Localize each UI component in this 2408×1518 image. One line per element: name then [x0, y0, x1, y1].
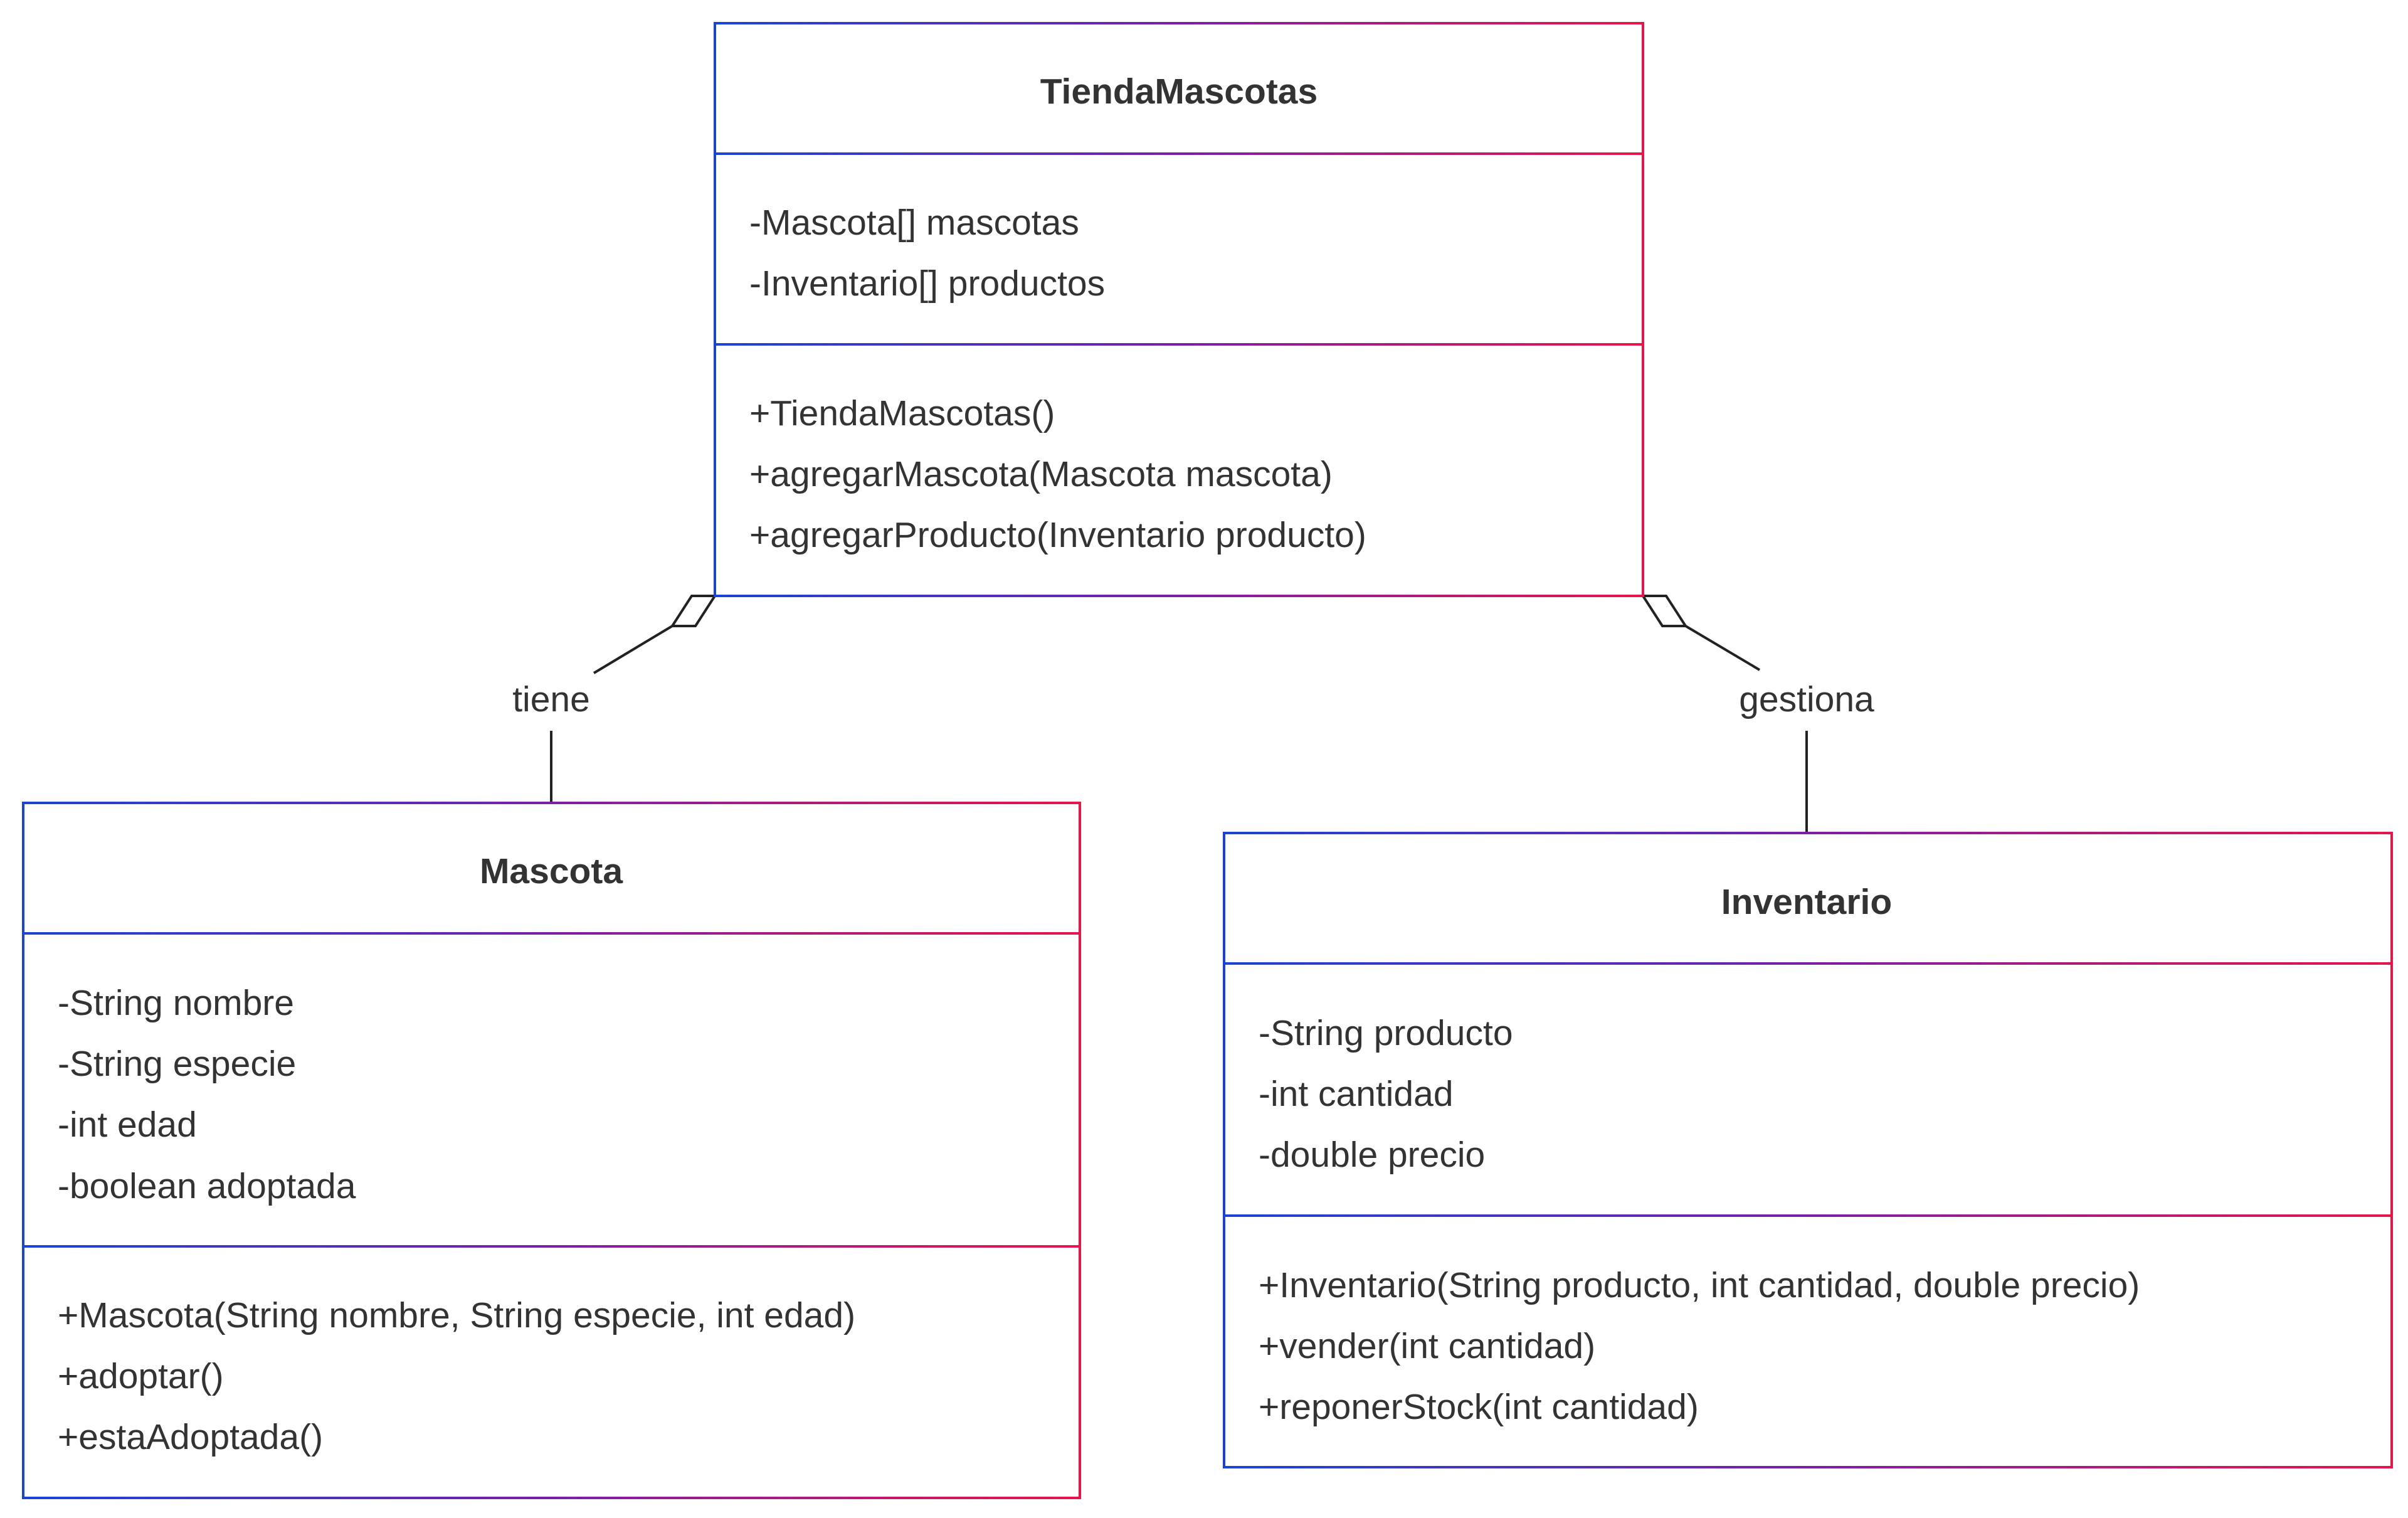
relation-tiene-label: tiene: [512, 679, 590, 719]
method: +Inventario(String producto, int cantida…: [1259, 1265, 2140, 1305]
method: +TiendaMascotas(): [749, 393, 1055, 433]
class-name-mascota: Mascota: [480, 851, 623, 891]
attribute: -String producto: [1259, 1013, 1513, 1053]
aggregation-diamond-icon: [670, 595, 717, 627]
class-box-border: [22, 802, 1081, 1499]
class-name-inventario: Inventario: [1721, 882, 1892, 922]
attribute: -boolean adoptada: [58, 1166, 356, 1206]
attribute: -double precio: [1259, 1135, 1485, 1175]
method: +adoptar(): [58, 1356, 224, 1396]
relation-tiene: tiene: [512, 595, 717, 803]
class-box-border: [1223, 832, 2393, 1468]
aggregation-diamond-icon: [1640, 595, 1688, 627]
attribute: -int cantidad: [1259, 1074, 1454, 1114]
relation-tiene-upper-line: [593, 625, 673, 674]
relation-gestiona-upper-line: [1684, 625, 1761, 671]
attribute: -String nombre: [58, 983, 294, 1023]
relation-gestiona: gestiona: [1640, 595, 1874, 833]
method: +agregarProducto(Inventario producto): [749, 515, 1366, 555]
relation-gestiona-label: gestiona: [1739, 679, 1874, 719]
attribute: -Mascota[] mascotas: [749, 203, 1079, 243]
class-box-inventario: Inventario -String producto -int cantida…: [1223, 832, 2393, 1468]
method: +reponerStock(int cantidad): [1259, 1387, 1699, 1427]
attribute: -Inventario[] productos: [749, 263, 1105, 304]
class-box-tiendamascotas: TiendaMascotas -Mascota[] mascotas -Inve…: [714, 22, 1644, 597]
class-name-tiendamascotas: TiendaMascotas: [1040, 72, 1318, 112]
class-box-mascota: Mascota -String nombre -String especie -…: [22, 802, 1081, 1499]
method: +estaAdoptada(): [58, 1417, 323, 1457]
class-box-border: [714, 22, 1644, 597]
method: +agregarMascota(Mascota mascota): [749, 454, 1333, 494]
method: +vender(int cantidad): [1259, 1326, 1595, 1366]
attribute: -int edad: [58, 1105, 197, 1145]
method: +Mascota(String nombre, String especie, …: [58, 1295, 855, 1335]
attribute: -String especie: [58, 1044, 296, 1084]
